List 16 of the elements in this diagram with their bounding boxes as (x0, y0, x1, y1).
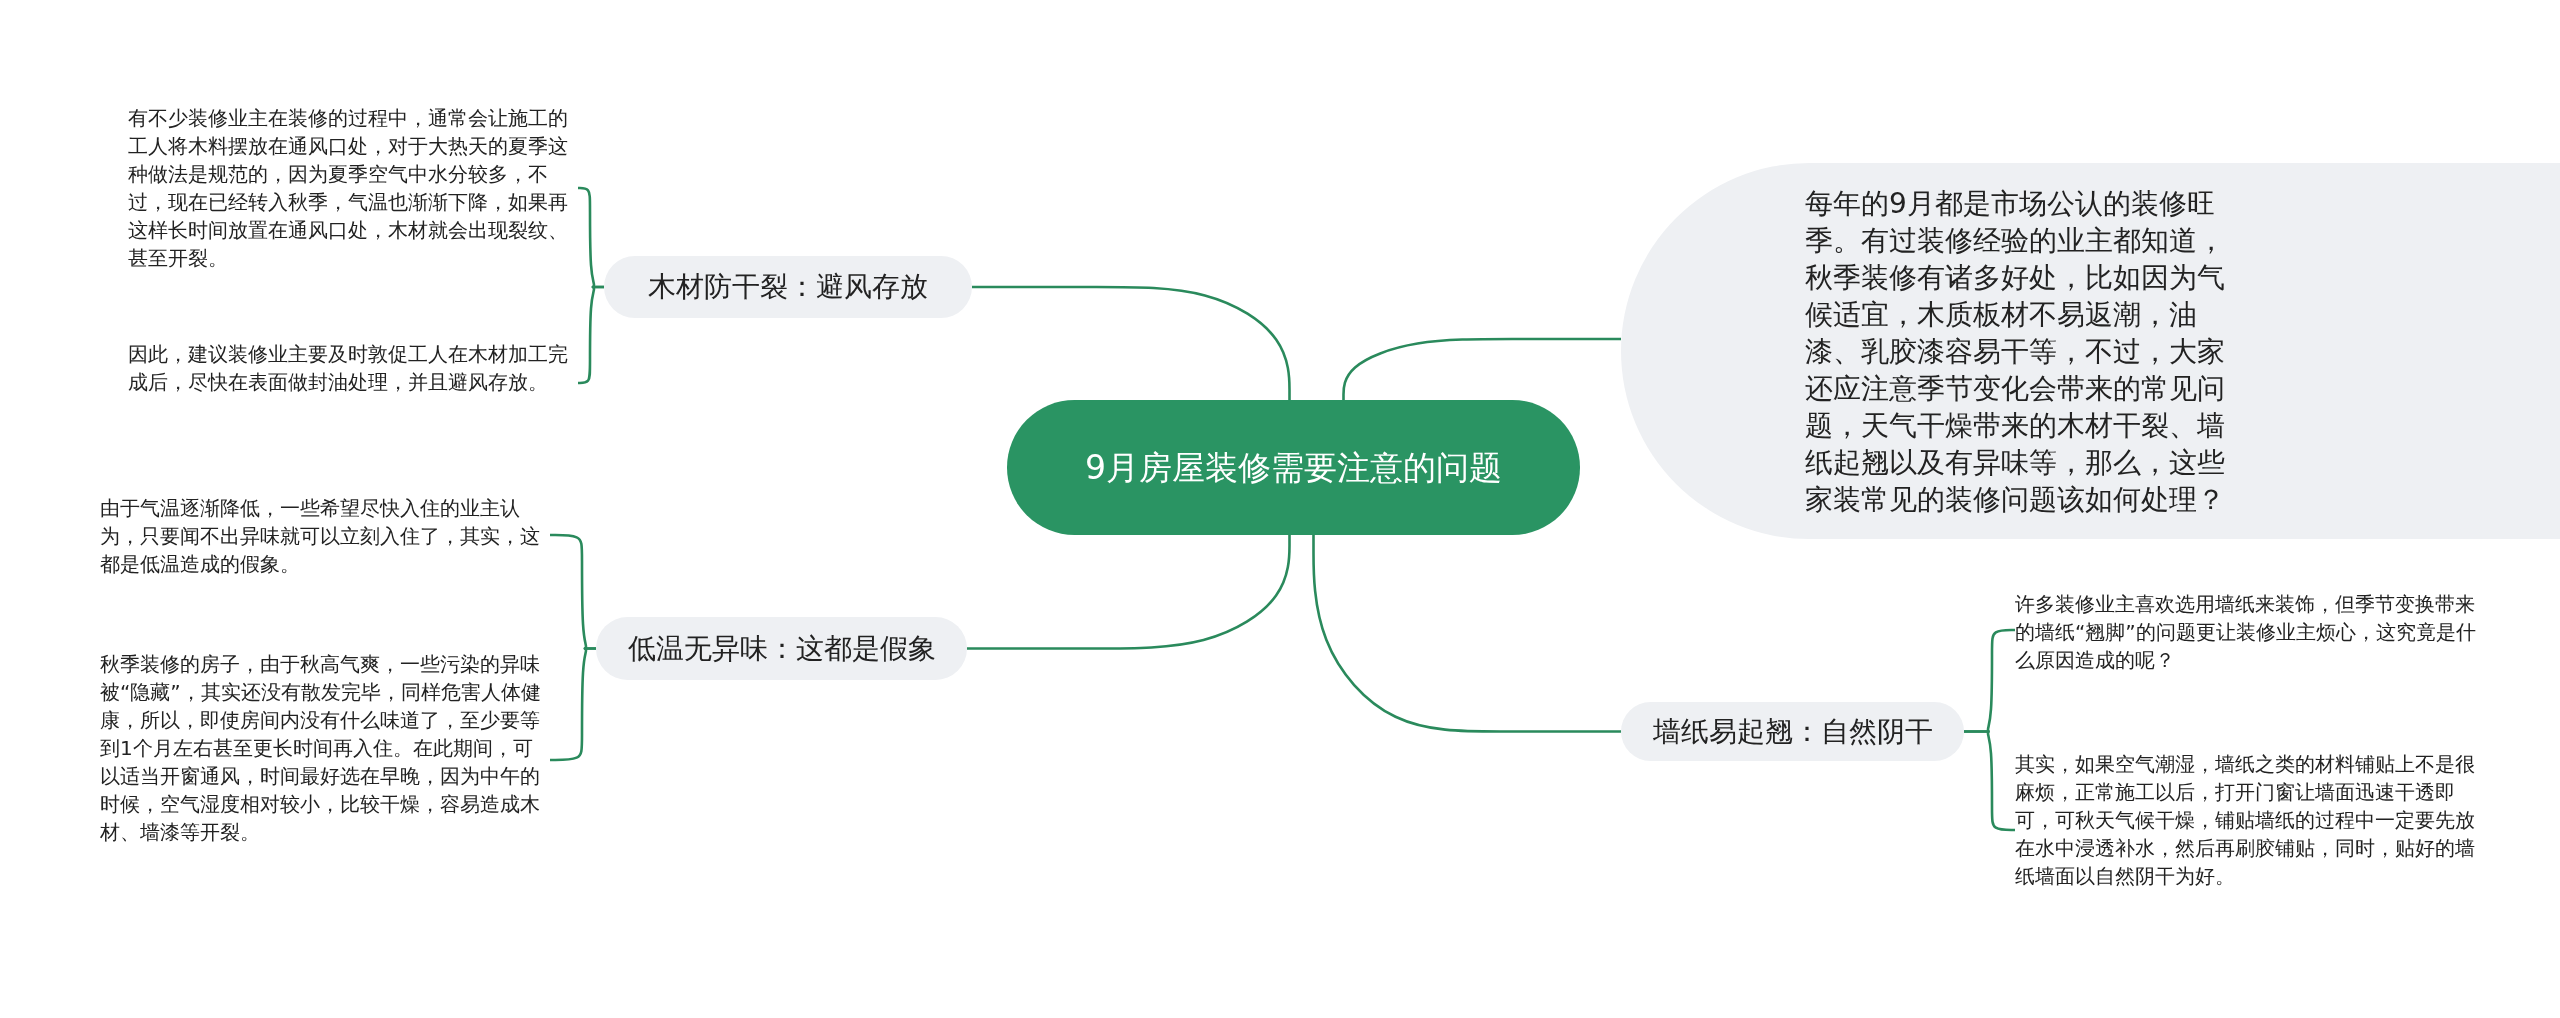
topic-pill: 墙纸易起翘：自然阴干 (1621, 702, 1964, 761)
topic-pill: 木材防干裂：避风存放 (604, 256, 972, 318)
connector-line (578, 285, 604, 385)
central-topic: 9月房屋装修需要注意的问题 (1007, 400, 1580, 535)
connector-line (967, 535, 1291, 650)
connector-line (1342, 337, 1621, 400)
connector-line (1312, 535, 1621, 733)
topic-pill: 低温无异味：这都是假象 (596, 617, 967, 680)
note-text: 有不少装修业主在装修的过程中，通常会让施工的工人将木料摆放在通风口处，对于大热天的夏季这种做法是规范的，因为夏季空气中水分较多，不过，现在已经转入秋季，气温也渐渐下降，如果再这样长时间放置在通风口处，木材就会出现裂纹、甚至开裂。 (128, 104, 578, 272)
note-text: 因此，建议装修业主要及时敦促工人在木材加工完成后，尽快在表面做封油处理，并且避风存放。 (128, 340, 578, 396)
note-text: 其实，如果空气潮湿，墙纸之类的材料铺贴上不是很麻烦，正常施工以后，打开门窗让墙面迅速干透即可，可秋天气候干燥，铺贴墙纸的过程中一定要先放在水中浸透补水，然后再刷胶铺贴，同时，贴好的墙纸墙面以自然阴干为好。 (2015, 750, 2485, 890)
note-text: 许多装修业主喜欢选用墙纸来装饰，但季节变换带来的墙纸“翘脚”的问题更让装修业主烦心，这究竟是什么原因造成的呢？ (2015, 590, 2485, 674)
connector-line (972, 285, 1291, 400)
note-text: 由于气温逐渐降低，一些希望尽快入住的业主认为，只要闻不出异味就可以立刻入住了，其实，这都是低温造成的假象。 (100, 494, 550, 578)
note-text: 秋季装修的房子，由于秋高气爽，一些污染的异味被“隐藏”，其实还没有散发完毕，同样危害人体健康，所以，即使房间内没有什么味道了，至少要等到1个月左右甚至更长时间再入住。在此期间，可以适当开窗通风，时间最好选在早晚，因为中午的时候，空气湿度相对较小，比较干燥，容易造成木材、墙漆等开裂。 (100, 650, 550, 846)
topic-bubble: 每年的9月都是市场公认的装修旺季。有过装修经验的业主都知道，秋季装修有诸多好处，比如因为气候适宜，木质板材不易返潮，油漆、乳胶漆容易干等，不过，大家还应注意季节变化会带来的常见问题，天气干燥带来的木材干裂、墙纸起翘以及有异味等，那么，这些家装常见的装修问题该如何处理？ (1621, 163, 2560, 539)
